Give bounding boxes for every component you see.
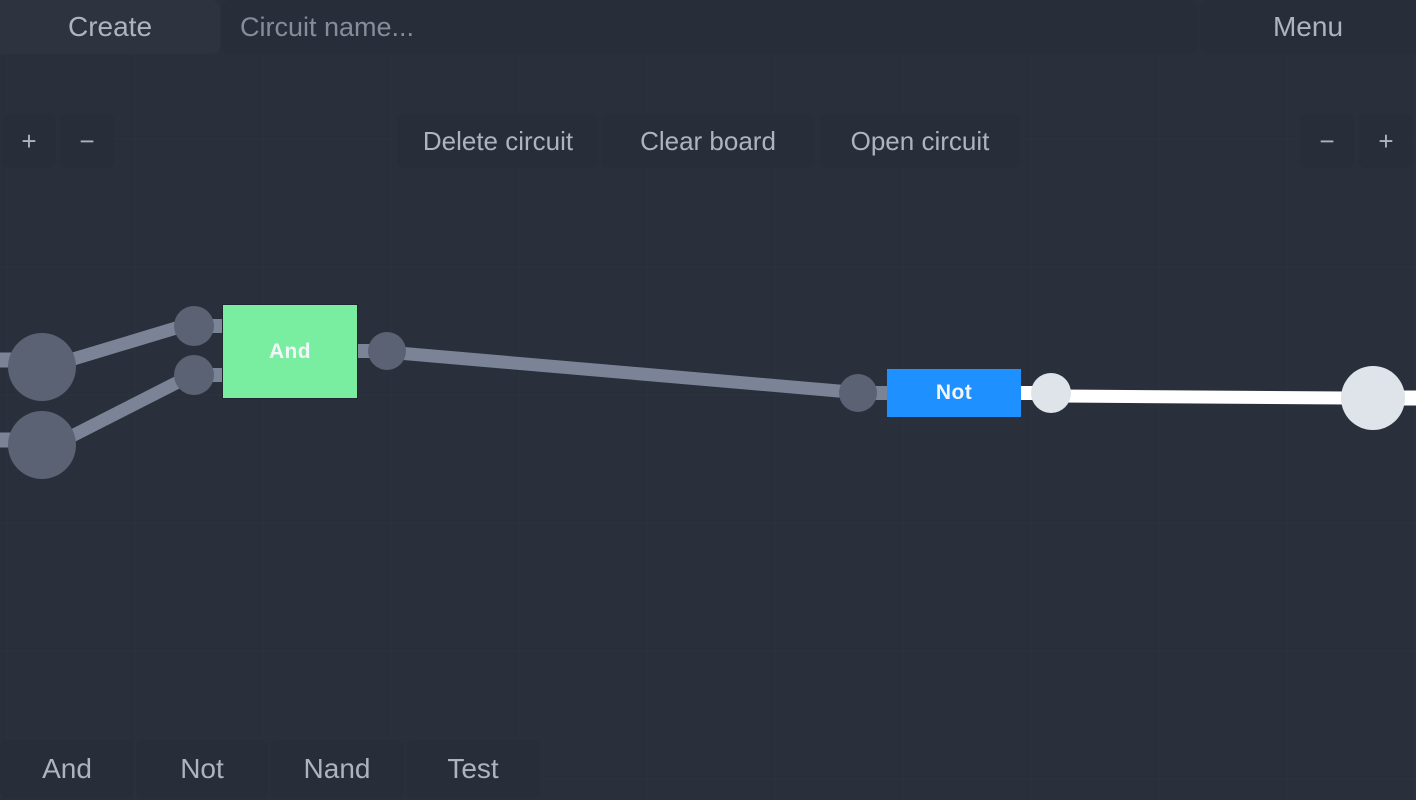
not-input[interactable] [839,374,877,412]
create-button[interactable]: Create [0,0,220,54]
not-gate-label: Not [935,381,973,404]
palette-button-not[interactable]: Not [136,740,268,798]
zoom-in-right-button[interactable]: + [1359,114,1413,168]
palette-button-nand[interactable]: Nand [270,740,404,798]
circuit-name-input[interactable] [222,0,1198,54]
not-output[interactable] [1031,373,1071,413]
top-bar: Create Menu [0,0,1416,54]
wire-b-to-and[interactable] [67,372,189,443]
circuit-output[interactable] [1341,366,1405,430]
input-node-a[interactable] [8,333,76,401]
palette-button-test[interactable]: Test [406,740,540,798]
and-output[interactable] [368,332,406,370]
tool-bar: + − Delete circuit Clear board Open circ… [0,56,1416,168]
palette-button-and[interactable]: And [0,740,134,798]
and-gate-label: And [268,339,312,363]
wire-and-to-not[interactable] [397,346,851,399]
clear-board-button[interactable]: Clear board [601,114,815,168]
not-gate[interactable]: Not [887,369,1021,417]
zoom-in-left-button[interactable]: + [2,114,56,168]
and-input-bottom[interactable] [174,355,214,395]
wire-a-to-and[interactable] [68,318,188,367]
zoom-out-left-button[interactable]: − [60,114,114,168]
and-input-top[interactable] [174,306,214,346]
menu-button[interactable]: Menu [1200,0,1416,54]
zoom-out-right-button[interactable]: − [1300,114,1354,168]
wire-to-output[interactable] [1061,389,1347,405]
and-gate[interactable]: And [222,304,358,399]
input-node-b[interactable] [8,411,76,479]
delete-circuit-button[interactable]: Delete circuit [397,114,599,168]
open-circuit-button[interactable]: Open circuit [820,114,1020,168]
